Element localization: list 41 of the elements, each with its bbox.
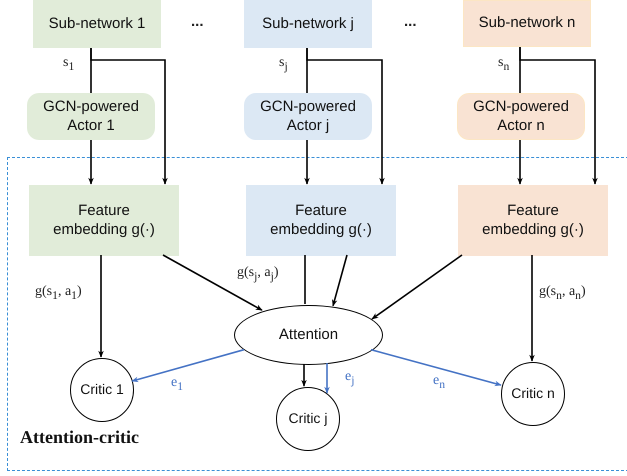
arrow <box>90 48 168 185</box>
process-box <box>33 0 161 48</box>
node-label: GCN-powered Actor j <box>259 98 357 136</box>
arrow <box>301 364 307 387</box>
node-label: Feature embedding g(·) <box>52 202 156 240</box>
node-label: Critic j <box>288 410 328 428</box>
node-label: Sub-network 1 <box>48 14 146 34</box>
node-label: Sub-network n <box>478 14 576 33</box>
arrow <box>529 255 535 362</box>
arrow <box>332 254 348 306</box>
actor-box <box>27 93 155 140</box>
arrow <box>98 255 104 358</box>
arrow <box>131 348 244 382</box>
arrow <box>370 348 502 386</box>
node-label: GCN-powered Actor n <box>472 98 570 136</box>
node-label: Critic n <box>511 385 555 403</box>
node-label: Attention <box>278 326 338 344</box>
arrow <box>306 48 385 185</box>
arrow <box>162 254 263 311</box>
node-label: Sub-network j <box>262 14 354 34</box>
node-label: Feature embedding g(·) <box>269 202 373 240</box>
node-label: Feature embedding g(·) <box>481 202 585 240</box>
arrow <box>371 254 462 320</box>
process-box <box>246 185 396 256</box>
node-label: GCN-powered Actor 1 <box>42 98 140 136</box>
arrow <box>324 363 330 394</box>
edge-label: g(s$_{j}$, a$_{j}$) <box>236 265 280 284</box>
process-box <box>458 185 608 256</box>
actor-box <box>244 93 372 140</box>
process-box <box>244 0 372 48</box>
process-box <box>463 0 591 47</box>
process-box <box>29 185 179 256</box>
node-label: Critic 1 <box>80 381 124 399</box>
arrow <box>517 140 523 185</box>
arrow <box>88 140 94 185</box>
group-title: Attention-critic <box>20 426 139 448</box>
arrow <box>519 47 598 185</box>
dashed-group-frame <box>7 157 627 471</box>
connector-line <box>304 255 306 304</box>
arrow <box>304 140 310 185</box>
actor-box <box>457 93 585 140</box>
